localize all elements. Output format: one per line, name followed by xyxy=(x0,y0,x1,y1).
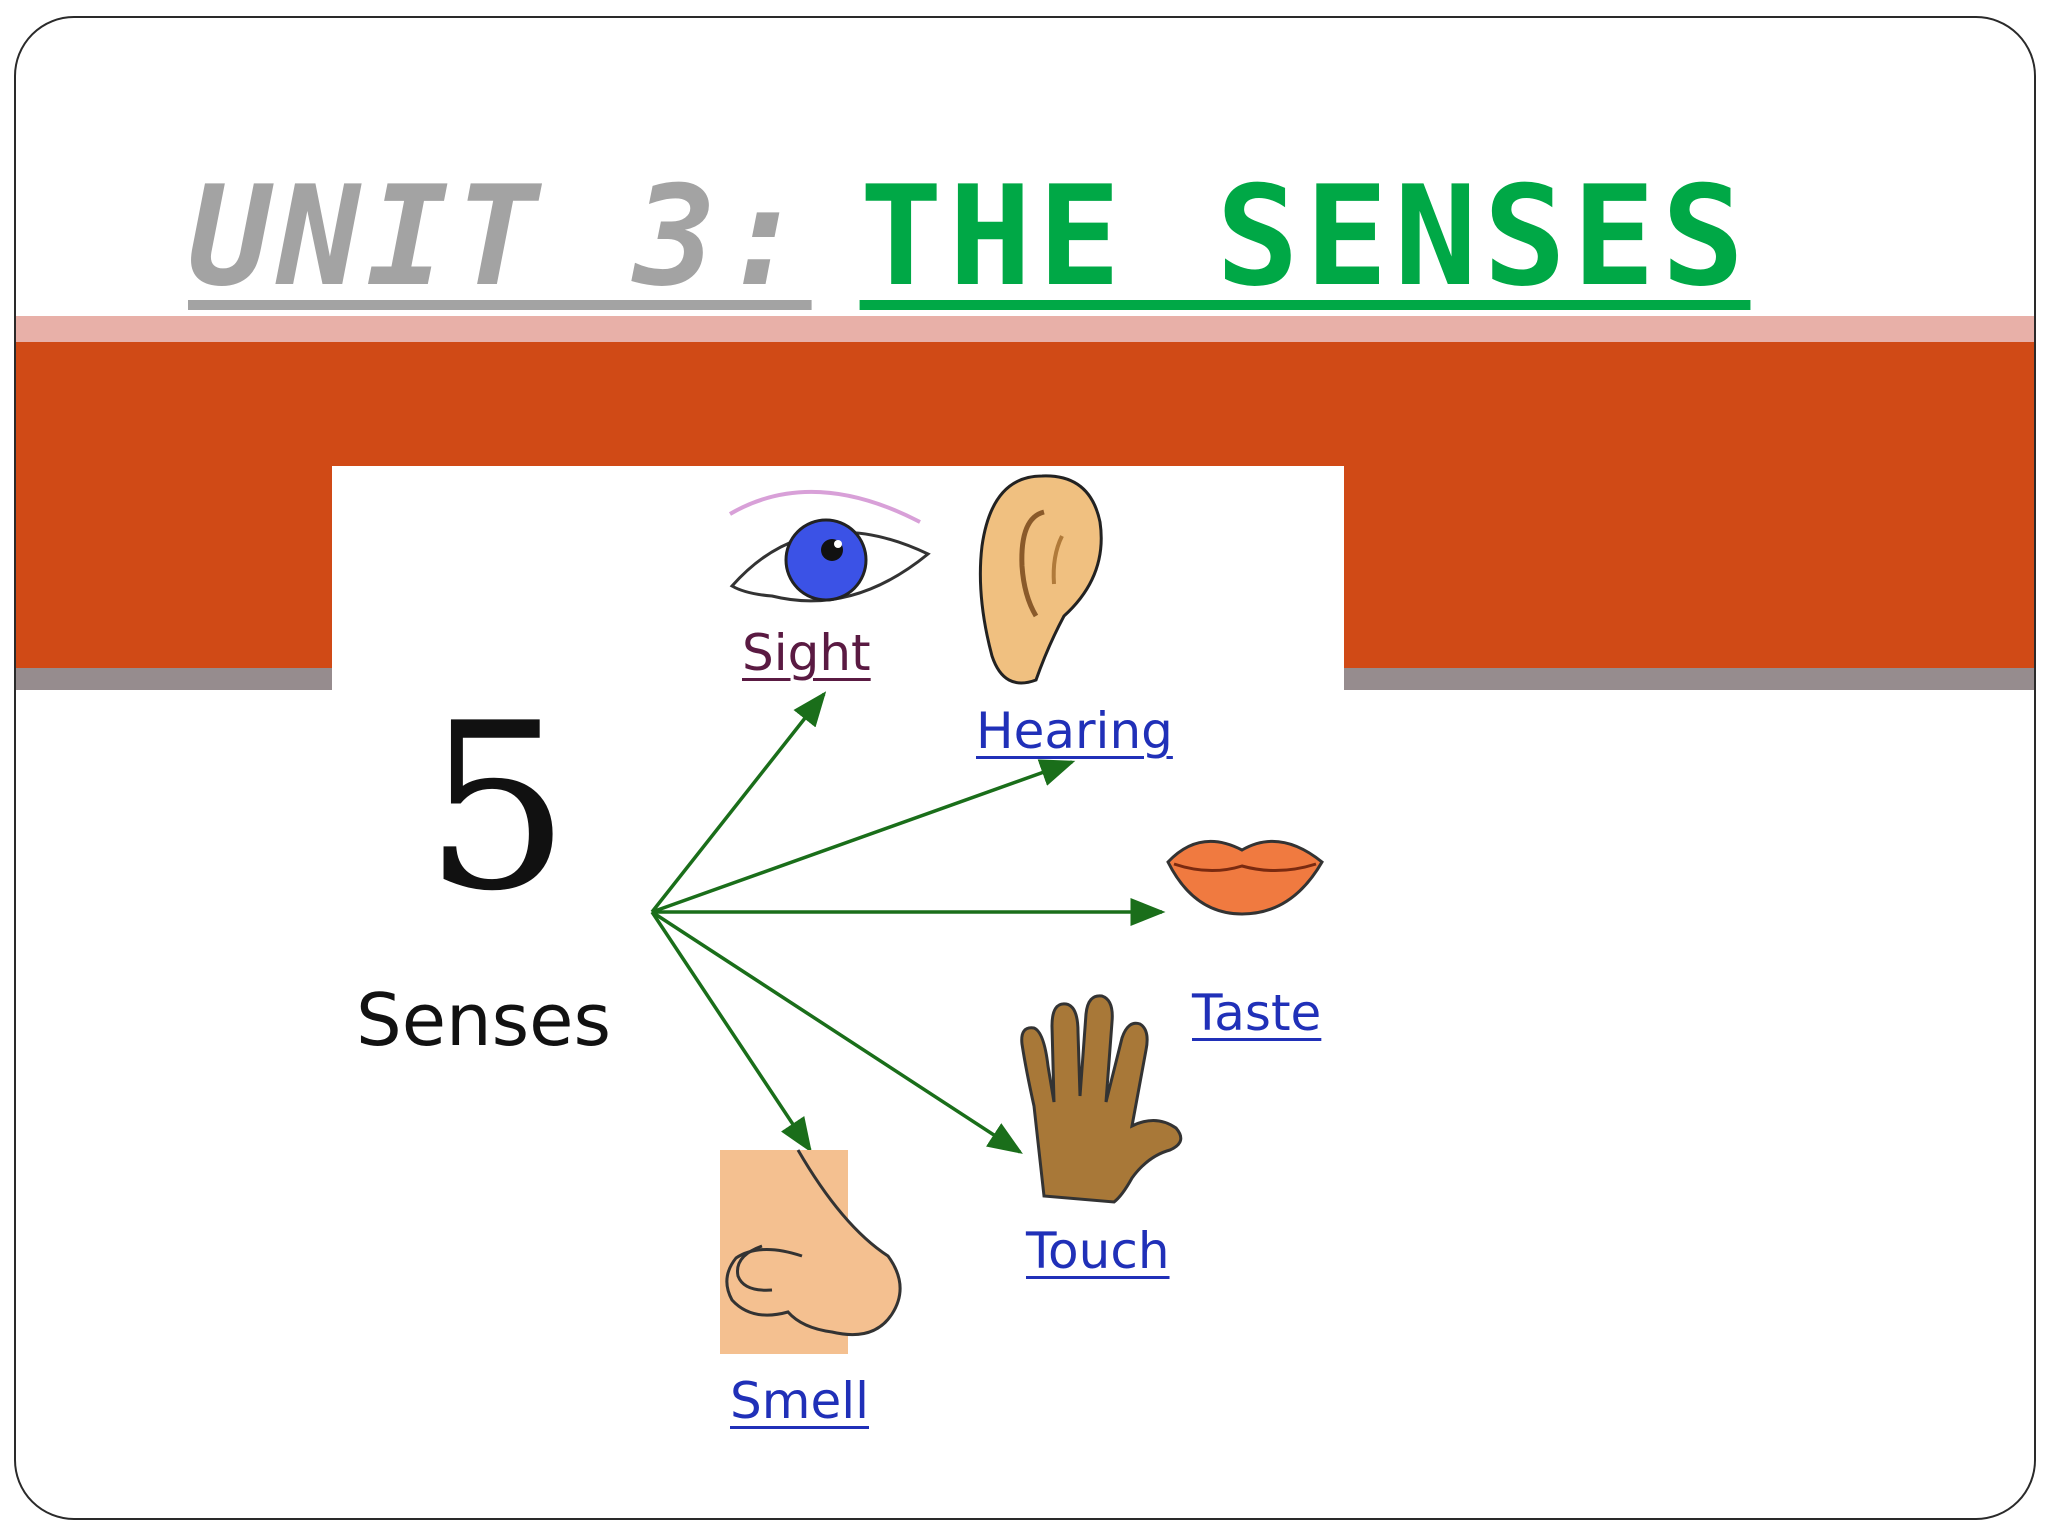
title-topic: THE SENSES xyxy=(859,156,1751,317)
band-pink xyxy=(16,316,2034,342)
slide-title: UNIT 3:THE SENSES xyxy=(188,168,1750,306)
lips-icon xyxy=(1166,839,1324,916)
number-five: 5 xyxy=(424,675,571,942)
nose-icon xyxy=(720,1149,902,1354)
taste-link[interactable]: Taste xyxy=(1192,984,1322,1042)
arrow-hearing xyxy=(651,759,1076,914)
eye-icon xyxy=(728,489,931,603)
picture-drawing xyxy=(650,474,1324,1354)
five-senses-picture: 5 Senses Sight Hearing Taste Touch Smell xyxy=(332,466,1344,1466)
arrows xyxy=(650,691,1166,1154)
smell-link[interactable]: Smell xyxy=(730,1372,869,1430)
senses-word: Senses xyxy=(356,978,611,1062)
title-unit: UNIT 3: xyxy=(188,156,812,317)
arrow-sight xyxy=(650,691,827,914)
ear-icon xyxy=(978,474,1103,685)
hand-icon xyxy=(1020,994,1183,1204)
slide: UNIT 3: THE SENSES xyxy=(14,16,2036,1520)
hearing-link[interactable]: Hearing xyxy=(976,702,1173,760)
arrow-touch xyxy=(651,910,1023,1154)
sight-link[interactable]: Sight xyxy=(742,624,871,682)
touch-link[interactable]: Touch xyxy=(1026,1222,1170,1280)
arrow-smell xyxy=(650,911,812,1153)
